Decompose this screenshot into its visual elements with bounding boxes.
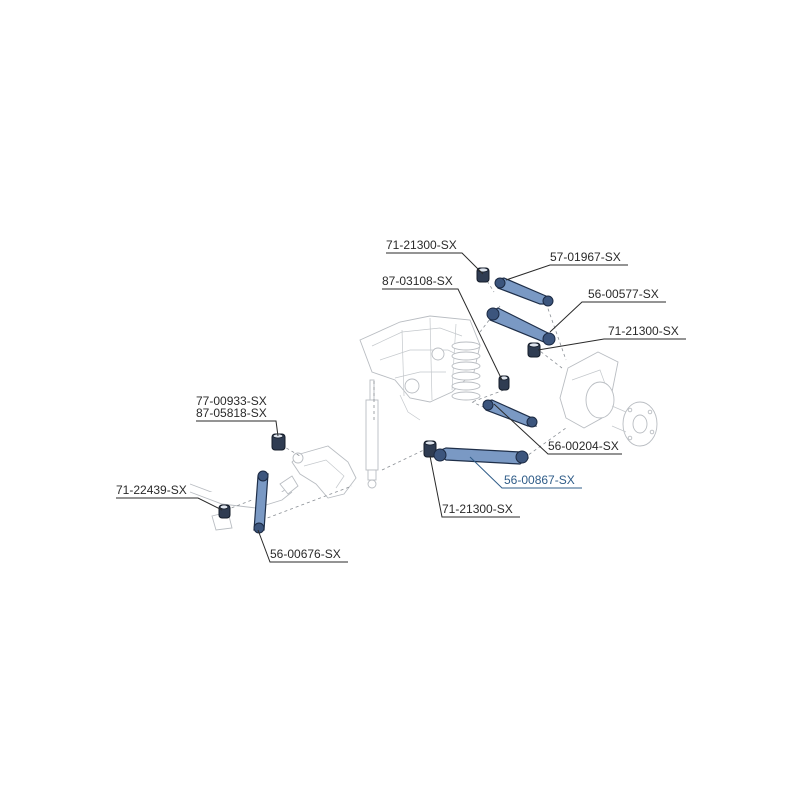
stabilizer-bushing: [218, 504, 231, 519]
label-56-00577-sx[interactable]: 56-00577-SX: [588, 287, 659, 301]
label-56-00676-sx[interactable]: 56-00676-SX: [270, 547, 341, 561]
label-71-22439-sx[interactable]: 71-22439-SX: [116, 483, 187, 497]
lower-lateral-arm: [433, 447, 529, 465]
label-71-21300-sx-lower[interactable]: 71-21300-SX: [442, 502, 513, 516]
label-71-21300-sx-right[interactable]: 71-21300-SX: [608, 324, 679, 338]
camber-arm: [486, 307, 556, 346]
upper-control-arm: [494, 277, 554, 307]
ghost-coil-spring: [451, 341, 481, 401]
ghost-knuckle-hub: [559, 351, 658, 447]
label-71-21300-sx-upper[interactable]: 71-21300-SX: [386, 238, 457, 252]
bushing-mid: [498, 375, 510, 391]
label-87-05818-sx[interactable]: 87-05818-SX: [196, 406, 267, 420]
bushing-trailing: [271, 433, 286, 451]
ghost-subframe: [359, 315, 481, 421]
ghost-shock-absorber: [365, 379, 379, 489]
ghost-lower-bracket: [291, 445, 357, 499]
callout-labels: 71-21300-SX 57-01967-SX 87-03108-SX 56-0…: [116, 238, 679, 561]
callout-leaders: [116, 252, 686, 563]
stabilizer-link: [253, 470, 269, 534]
label-56-00204-sx[interactable]: 56-00204-SX: [548, 439, 619, 453]
toe-arm: [482, 399, 538, 428]
label-56-00867-sx-highlighted[interactable]: 56-00867-SX: [504, 473, 575, 487]
assembly-guides: [225, 275, 567, 521]
label-87-03108-sx[interactable]: 87-03108-SX: [382, 274, 453, 288]
label-57-01967-sx[interactable]: 57-01967-SX: [550, 250, 621, 264]
label-77-00933-sx[interactable]: 77-00933-SX: [196, 394, 267, 408]
